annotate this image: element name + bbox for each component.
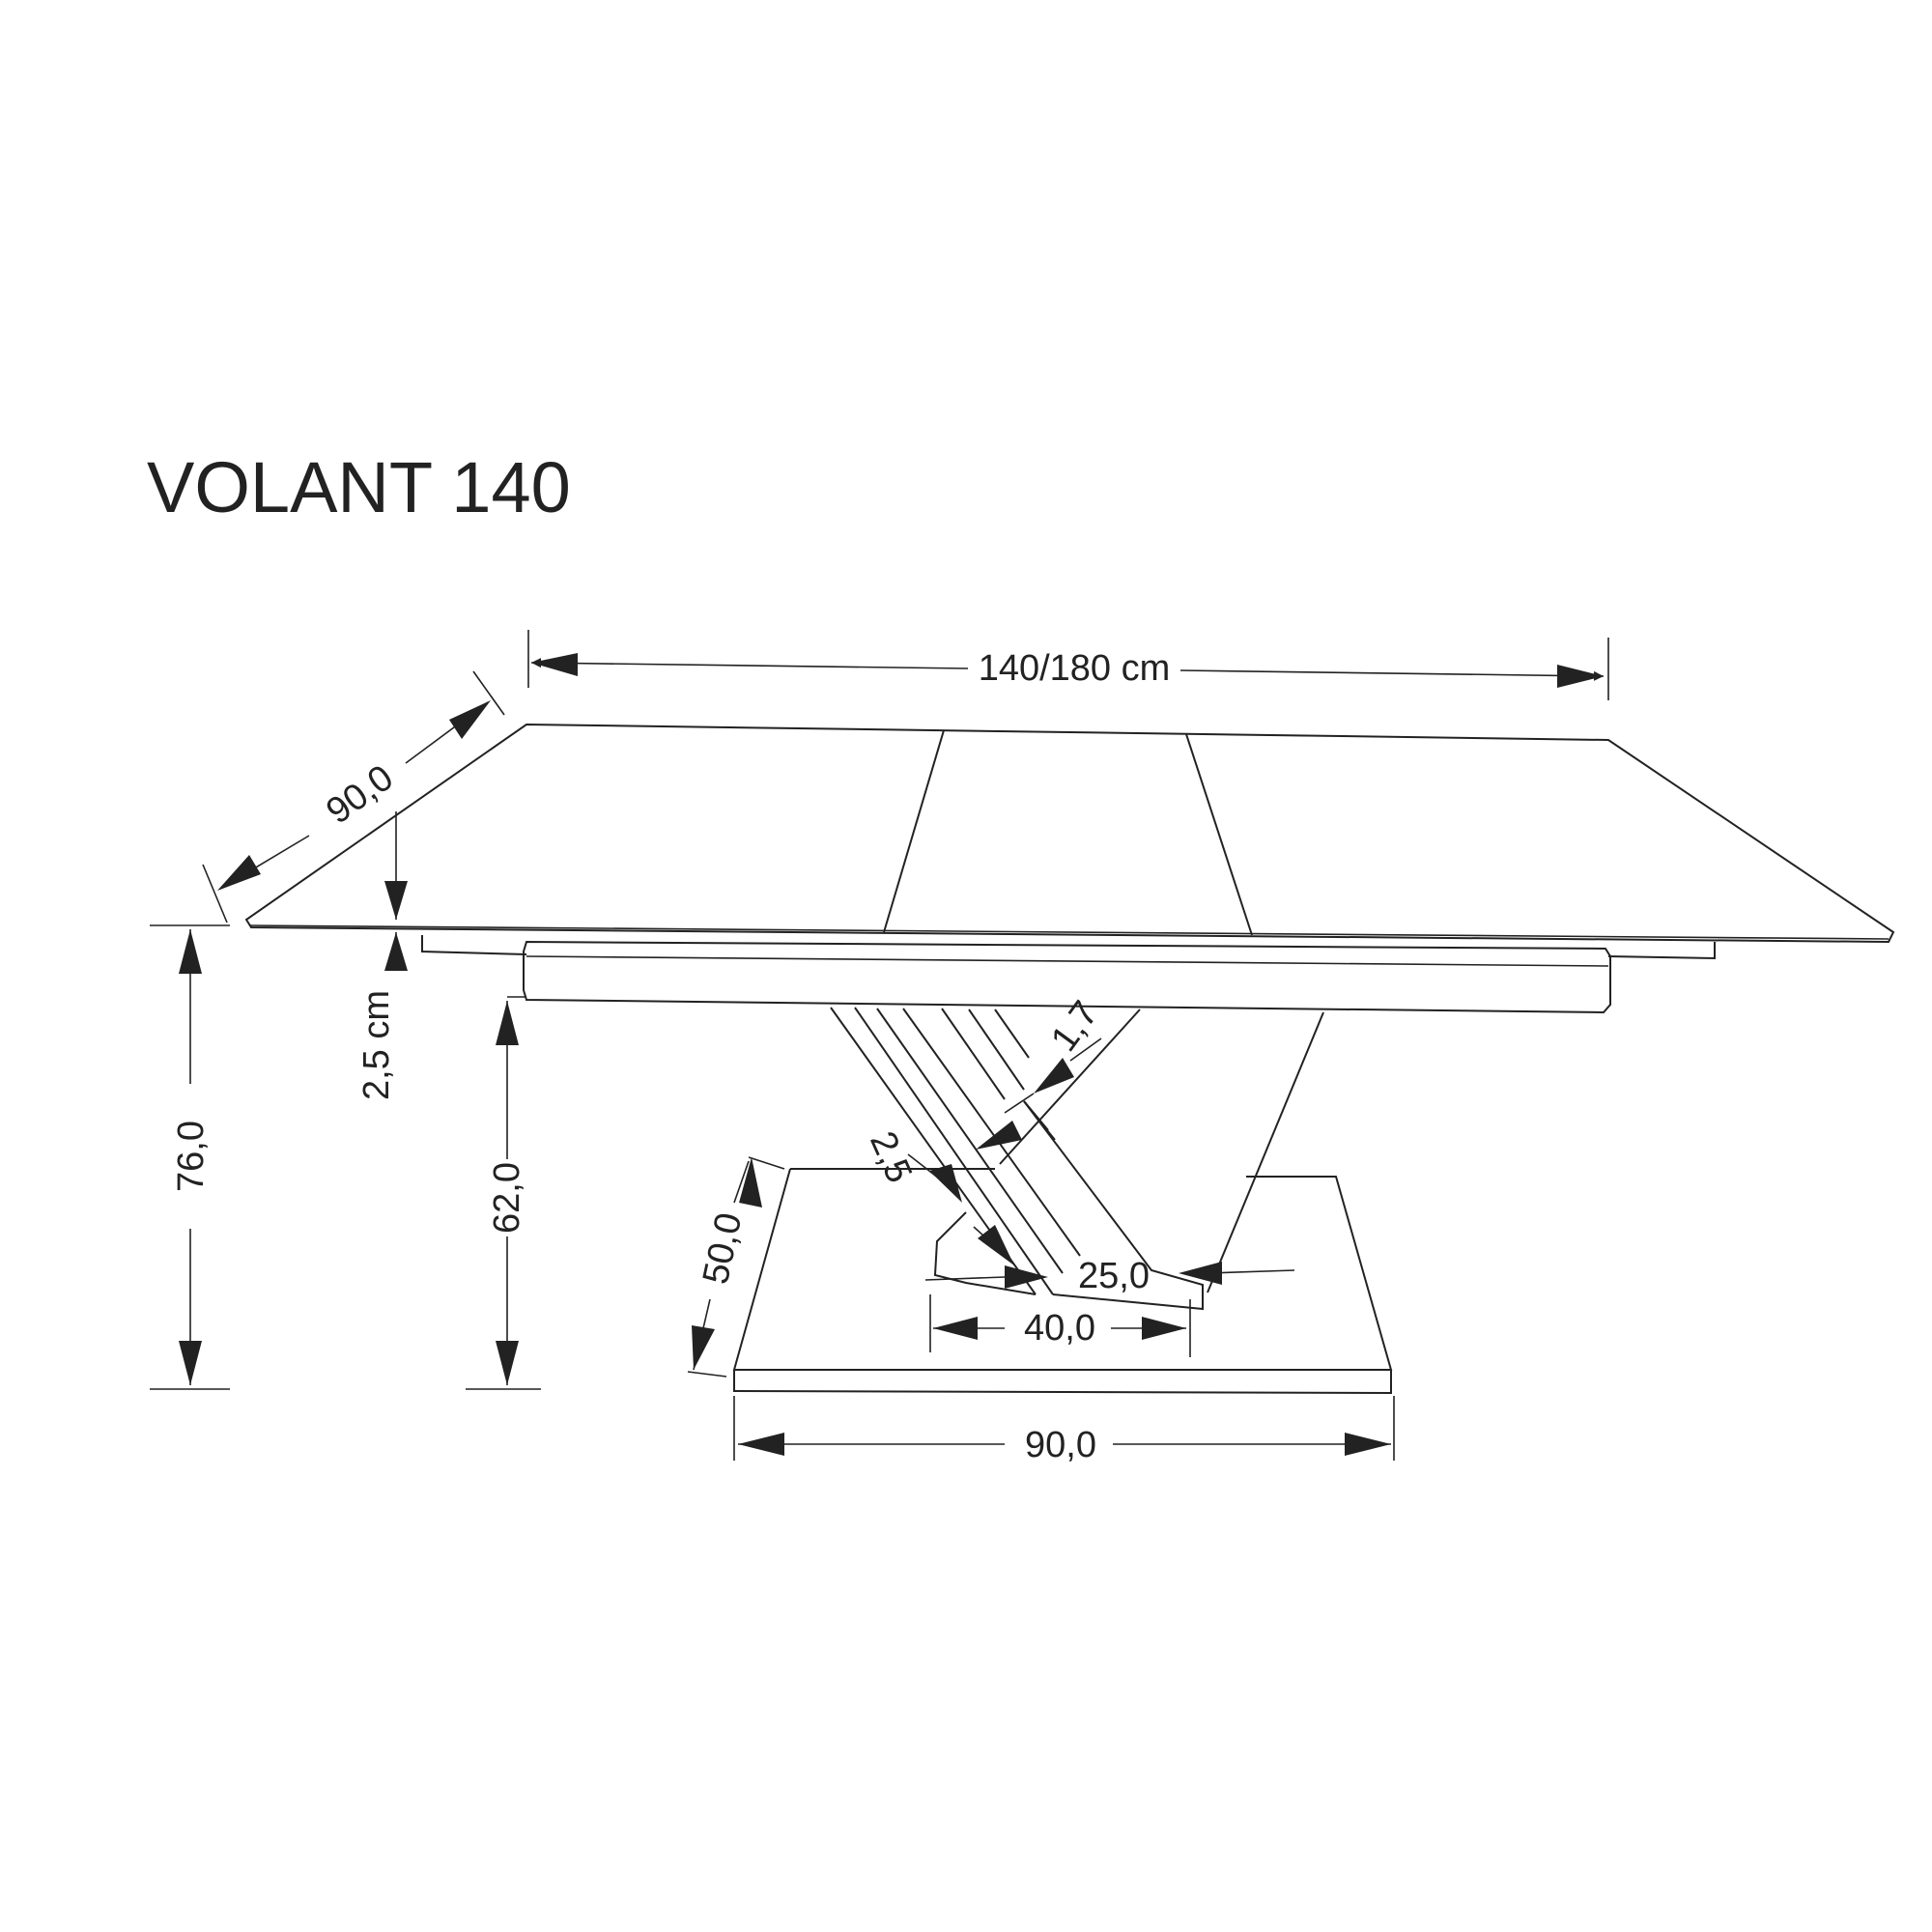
table-top-outline (244, 723, 1895, 944)
dim-depth: 90,0 (202, 670, 505, 923)
leg-board-3 (876, 1008, 1064, 1274)
leg-board-4 (902, 1008, 1081, 1257)
leg-board-6 (968, 1009, 1025, 1091)
drawing-title: VOLANT 140 (147, 447, 571, 527)
arrow-base-width-left (738, 1433, 784, 1456)
arrow-depth-right (449, 700, 491, 739)
base-plate (732, 1168, 1393, 1395)
arrow-foot-outer-left (933, 1317, 978, 1340)
leg-foot-right (1023, 1100, 1204, 1311)
leg-board-7 (994, 1009, 1030, 1059)
arrow-leg-top (496, 1001, 519, 1045)
arrow-thickness-bottom (384, 932, 408, 971)
dim-top-thickness: 2,5 cm (356, 811, 408, 1100)
arrow-thickness-top (384, 881, 408, 920)
dim-leg-width-b: 2,5 (862, 1125, 1014, 1265)
underframe (421, 935, 1716, 1014)
arrow-length-right (1557, 665, 1604, 688)
extension-seam-right (1185, 733, 1253, 936)
dim-base-width: 90,0 (733, 1396, 1395, 1465)
leg-right-outer (1207, 1011, 1324, 1293)
table-top (244, 723, 1895, 944)
table-top-edge (248, 924, 1889, 940)
dim-leg-height: 62,0 (466, 996, 541, 1390)
arrow-foot-inner-left (1005, 1265, 1048, 1289)
label-total-height: 76,0 (171, 1121, 212, 1192)
frame-left-rail (421, 935, 527, 955)
apron-box (523, 940, 1611, 1014)
frame-right-rail (1607, 942, 1716, 960)
leg-board-5 (941, 1008, 1006, 1100)
arrow-depth-left (217, 855, 261, 891)
label-leg-height: 62,0 (487, 1162, 527, 1234)
pedestal-legs (830, 1007, 1324, 1311)
label-foot-inner: 25,0 (1078, 1256, 1150, 1296)
dim-total-height: 76,0 (150, 924, 230, 1390)
arrow-foot-outer-right (1142, 1317, 1186, 1340)
arrow-base-depth-bottom (692, 1325, 715, 1370)
label-leg-width-a: 1,7 (1043, 994, 1106, 1059)
arrow-height-top (179, 929, 202, 974)
arrow-leg-width-b2 (978, 1225, 1014, 1265)
arrow-length-left (531, 653, 578, 676)
label-base-depth: 50,0 (696, 1209, 750, 1288)
arrow-leg-width-a2 (976, 1121, 1022, 1150)
dim-length: 140/180 cm (527, 630, 1609, 700)
label-leg-width-b: 2,5 (862, 1125, 920, 1188)
arrow-base-width-right (1345, 1433, 1391, 1456)
apron-line (526, 955, 1609, 967)
label-length: 140/180 cm (979, 648, 1171, 689)
arrow-base-depth-top (739, 1157, 762, 1208)
arrow-foot-inner-right (1179, 1262, 1222, 1285)
dim-leg-width-a: 1,7 (976, 994, 1106, 1150)
dim-foot-outer: 40,0 (929, 1294, 1191, 1357)
leg-foot-left (933, 1211, 1037, 1295)
leg-cross-1 (999, 1009, 1141, 1165)
dim-foot-inner: 25,0 (924, 1256, 1295, 1296)
leg-board-2 (854, 1007, 1054, 1295)
base-front-edge (733, 1370, 1392, 1395)
extension-seam-left (883, 729, 945, 933)
label-base-width: 90,0 (1025, 1425, 1096, 1465)
arrow-leg-width-a (1034, 1058, 1074, 1094)
arrow-height-bottom (179, 1341, 202, 1385)
label-top-thickness: 2,5 cm (356, 990, 397, 1100)
label-foot-outer: 40,0 (1024, 1308, 1095, 1349)
arrow-leg-width-b (929, 1164, 962, 1203)
arrow-leg-bottom (496, 1341, 519, 1385)
dim-base-depth: 50,0 (687, 1156, 785, 1378)
